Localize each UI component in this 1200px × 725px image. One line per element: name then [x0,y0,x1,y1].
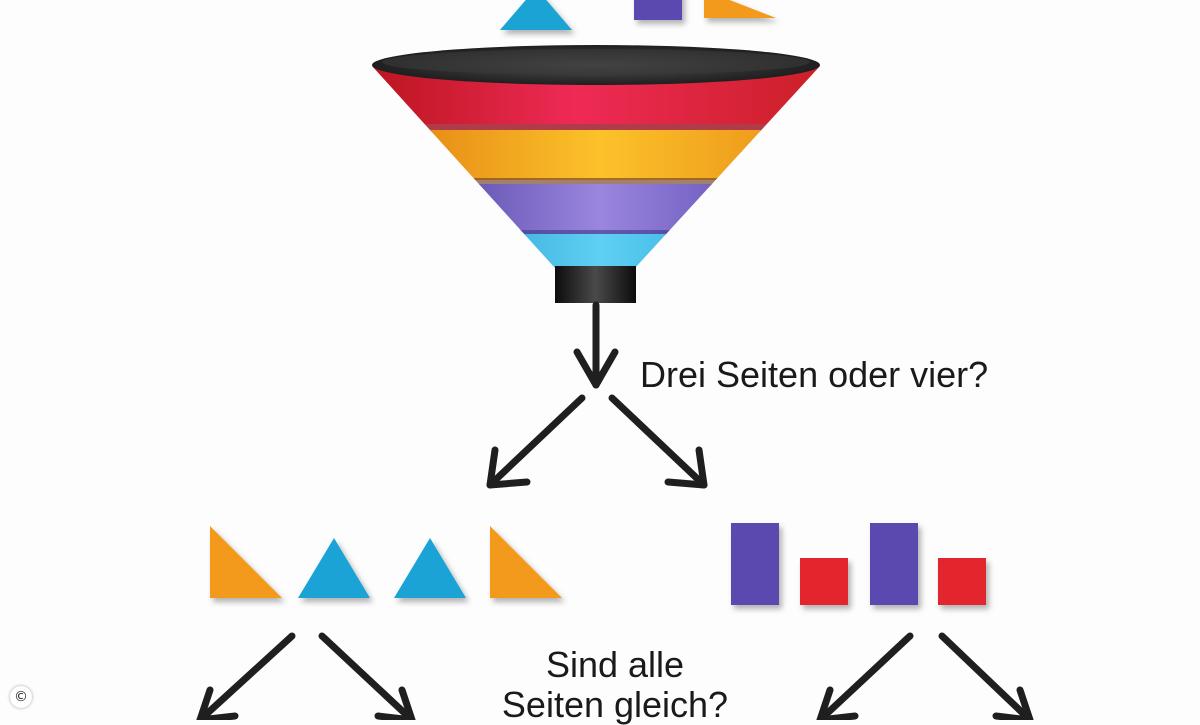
arrow-bottom-1-icon [196,632,296,720]
top-triangle-icon [500,0,572,30]
triangle-group [210,526,562,598]
triangle-icon [394,538,466,598]
tall-rectangle-icon [870,523,918,605]
top-shapes [500,0,776,30]
question-line-1: Sind alle [545,644,685,685]
arrow-bottom-2-icon [318,632,416,720]
triangle-icon [298,538,370,598]
question-line-2: Seiten gleich? [501,683,729,725]
square-icon [800,558,848,605]
arrows [196,301,1034,720]
top-rectangle-icon [634,0,682,20]
arrow-left-icon [486,394,586,489]
square-icon [938,558,986,605]
arrow-down-icon [573,301,619,389]
question-three-or-four-sides: Drei Seiten oder vier? [640,354,989,395]
tall-rectangle-icon [731,523,779,605]
question-all-sides-equal: Sind alle Seiten gleich? [470,645,760,724]
copyright-icon: © [10,686,32,708]
funnel-spout [555,266,636,303]
rectangle-group [731,523,986,605]
funnel-icon [372,45,820,303]
arrow-bottom-3-icon [816,632,914,720]
top-right-triangle-icon [704,0,776,18]
arrow-right-icon [608,394,708,489]
right-triangle-icon [490,526,562,598]
arrow-bottom-4-icon [938,632,1034,720]
right-triangle-icon [210,526,282,598]
